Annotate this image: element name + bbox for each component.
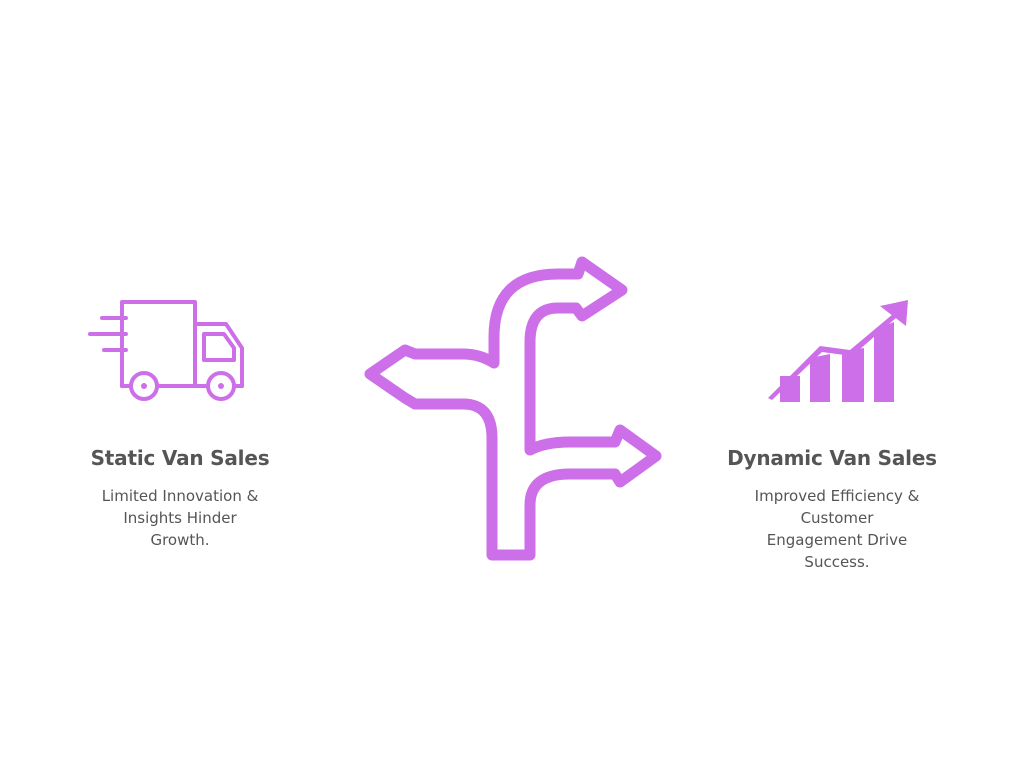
dynamic-van-sales-description: Improved Efficiency & Customer Engagemen… (754, 487, 920, 571)
delivery-truck-icon (88, 300, 244, 401)
growth-chart-icon (768, 300, 908, 402)
static-van-sales-description: Limited Innovation & Insights Hinder Gro… (101, 487, 259, 549)
dynamic-van-sales-title: Dynamic Van Sales (727, 446, 937, 470)
branching-arrows-icon (364, 256, 662, 561)
static-van-sales-title: Static Van Sales (90, 446, 270, 470)
